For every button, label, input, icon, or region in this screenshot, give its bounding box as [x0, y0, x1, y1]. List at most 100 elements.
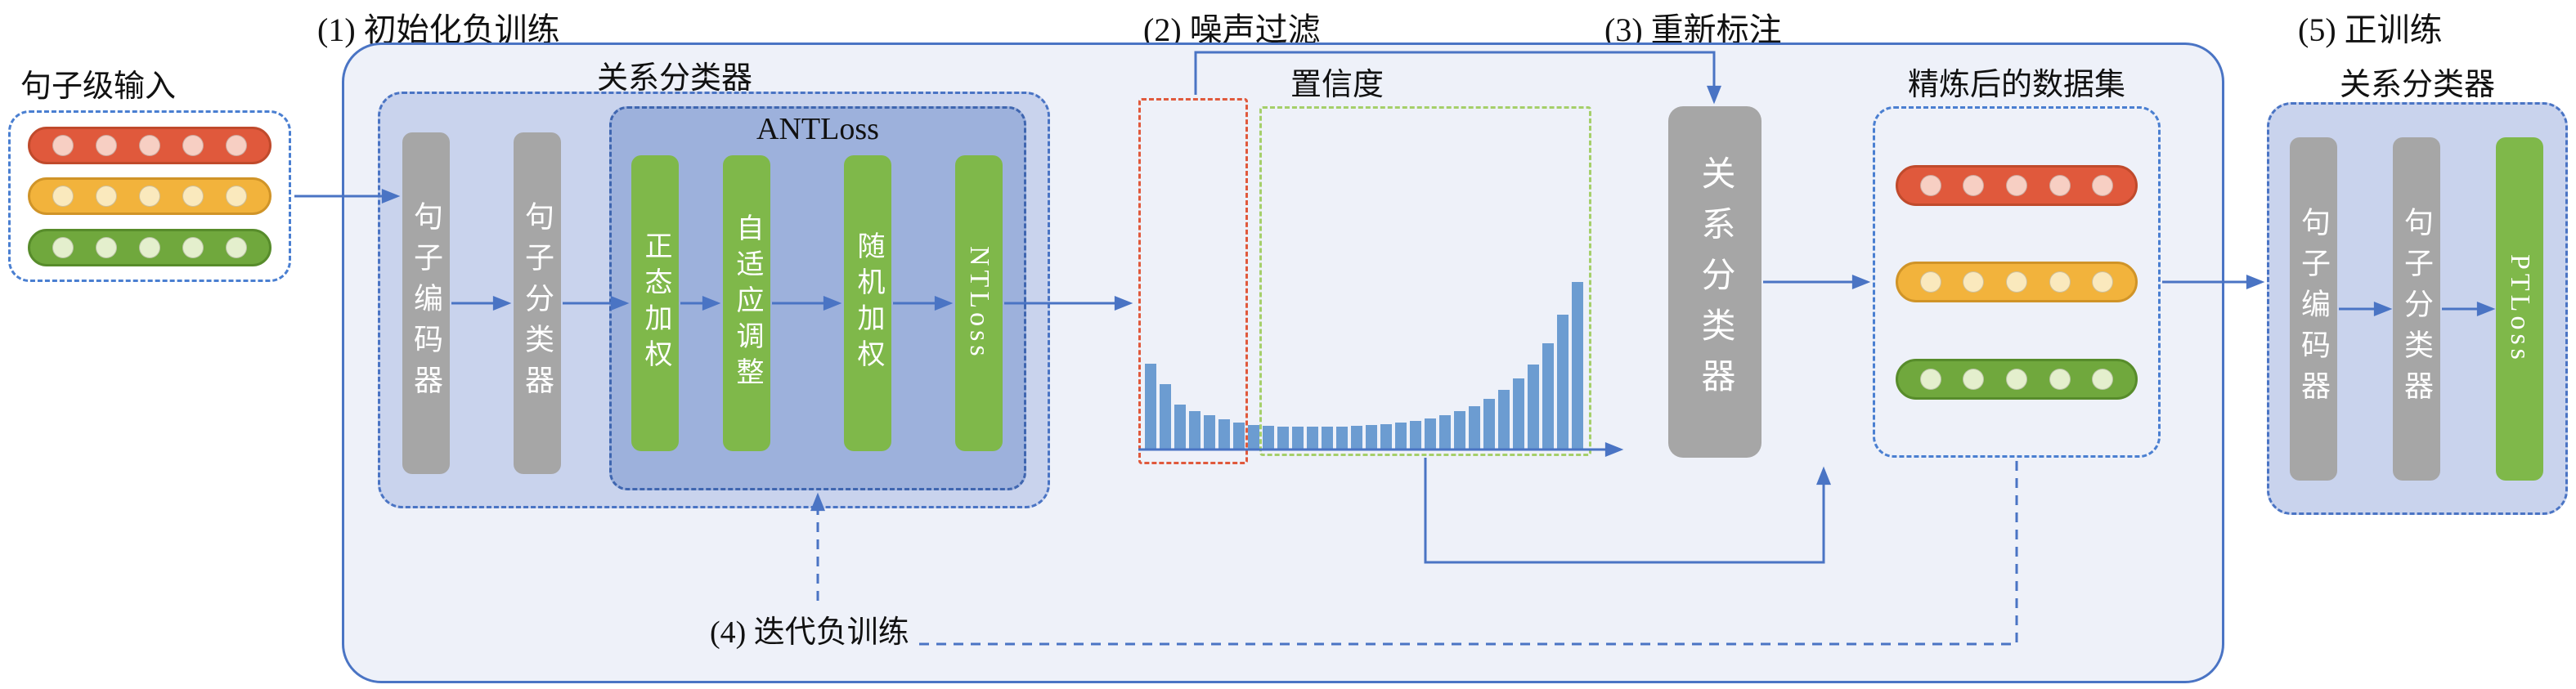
adaptive-adjust-label: 自适应调整	[732, 213, 762, 393]
noise-region-box	[1138, 98, 1248, 464]
histogram-bar	[1410, 421, 1421, 450]
token-dot	[139, 186, 160, 207]
relabel-classifier-box: 关系分类器	[1668, 106, 1761, 458]
refined-dataset-panel	[1873, 106, 2161, 458]
confidence-title: 置信度	[1290, 68, 1384, 102]
step-4-label: (4) 迭代负训练	[702, 606, 918, 651]
token-dot	[96, 186, 117, 207]
token-dot	[1919, 368, 1941, 390]
green-token-row	[28, 228, 272, 266]
token-dot	[2005, 271, 2027, 293]
histogram-bar	[1218, 419, 1230, 450]
token-dot	[2005, 368, 2027, 390]
token-dot	[2092, 368, 2114, 390]
normal-weighting-label: 正态加权	[640, 231, 671, 375]
pos-sentence-classifier-box: 句子分类器	[2393, 137, 2440, 481]
sentence-classifier-box: 句子分类器	[514, 132, 561, 474]
histogram-bar	[1322, 427, 1333, 450]
red-token-row	[1896, 164, 2138, 206]
token-dot	[1963, 368, 1985, 390]
histogram-bar	[1366, 425, 1377, 450]
green-token-row	[1896, 358, 2138, 400]
token-dot	[96, 134, 117, 156]
token-dot	[2049, 368, 2071, 390]
histogram-bar	[1204, 415, 1215, 450]
histogram-bar	[1469, 406, 1480, 450]
histogram-bar	[1160, 384, 1171, 450]
token-dot	[139, 134, 160, 156]
antloss-title: ANTLoss	[756, 112, 879, 146]
histogram-bar	[1189, 411, 1200, 450]
token-dot	[1963, 174, 1985, 196]
random-weighting-box: 随机加权	[844, 155, 891, 451]
ntloss-label: NTLoss	[964, 246, 994, 360]
neg-classifier-title: 关系分类器	[597, 61, 753, 96]
token-dot	[2092, 174, 2114, 196]
histogram-bar	[1307, 427, 1318, 450]
histogram-bar	[1248, 425, 1259, 450]
random-weighting-label: 随机加权	[853, 231, 883, 375]
histogram-bar	[1263, 426, 1274, 450]
sentence-classifier-label: 句子分类器	[521, 201, 554, 405]
token-dot	[2092, 271, 2114, 293]
sentence-encoder-box: 句子编码器	[402, 132, 450, 474]
token-dot	[1919, 271, 1941, 293]
histogram-bar	[1336, 427, 1348, 450]
sentence-encoder-label: 句子编码器	[410, 201, 442, 405]
histogram-bar	[1292, 427, 1304, 450]
relabel-classifier-label: 关系分类器	[1696, 155, 1734, 409]
red-token-row	[28, 126, 272, 164]
histogram-bar	[1557, 315, 1568, 450]
step-5-label: (5) 正训练	[2298, 11, 2443, 48]
adaptive-adjust-box: 自适应调整	[723, 155, 770, 451]
token-dot	[226, 186, 247, 207]
token-dot	[226, 134, 247, 156]
normal-weighting-box: 正态加权	[631, 155, 679, 451]
step-2-label: (2) 噪声过滤	[1143, 11, 1321, 48]
histogram-bar	[1174, 405, 1186, 450]
token-dot	[52, 236, 74, 258]
histogram-bar	[1572, 282, 1583, 450]
clean-region-box	[1259, 106, 1591, 456]
token-dot	[139, 236, 160, 258]
token-dot	[226, 236, 247, 258]
token-dot	[1963, 271, 1985, 293]
ptloss-label: PTLoss	[2505, 254, 2535, 364]
histogram-bar	[1542, 343, 1554, 450]
token-dot	[182, 236, 204, 258]
token-dot	[1919, 174, 1941, 196]
token-dot	[52, 134, 74, 156]
histogram-bar	[1483, 399, 1495, 450]
input-panel	[8, 110, 291, 282]
input-panel-title: 句子级输入	[20, 69, 177, 104]
token-dot	[2049, 174, 2071, 196]
token-dot	[2049, 271, 2071, 293]
histogram-bar	[1380, 424, 1392, 450]
yellow-token-row	[1896, 262, 2138, 302]
histogram-bar	[1454, 411, 1465, 450]
step-3-label: (3) 重新标注	[1604, 11, 1782, 48]
pos-sentence-encoder-box: 句子编码器	[2290, 137, 2337, 481]
token-dot	[2005, 174, 2027, 196]
token-dot	[52, 186, 74, 207]
token-dot	[182, 186, 204, 207]
histogram-bar	[1513, 378, 1524, 450]
histogram-bar	[1439, 415, 1451, 450]
histogram-bar	[1277, 427, 1289, 450]
histogram-bar	[1351, 426, 1362, 450]
token-dot	[96, 236, 117, 258]
histogram-bar	[1528, 365, 1539, 450]
histogram-bar	[1425, 418, 1436, 450]
ptloss-box: PTLoss	[2496, 137, 2543, 481]
confidence-histogram	[1145, 278, 1586, 450]
pos-sentence-encoder-label: 句子编码器	[2297, 207, 2330, 411]
histogram-bar	[1498, 390, 1510, 450]
step-1-label: (1) 初始化负训练	[317, 11, 560, 48]
yellow-token-row	[28, 177, 272, 215]
histogram-bar	[1233, 423, 1245, 450]
pos-classifier-title: 关系分类器	[2340, 68, 2496, 102]
refined-panel-title: 精炼后的数据集	[1908, 68, 2126, 102]
token-dot	[182, 134, 204, 156]
pos-sentence-classifier-label: 句子分类器	[2400, 207, 2433, 411]
